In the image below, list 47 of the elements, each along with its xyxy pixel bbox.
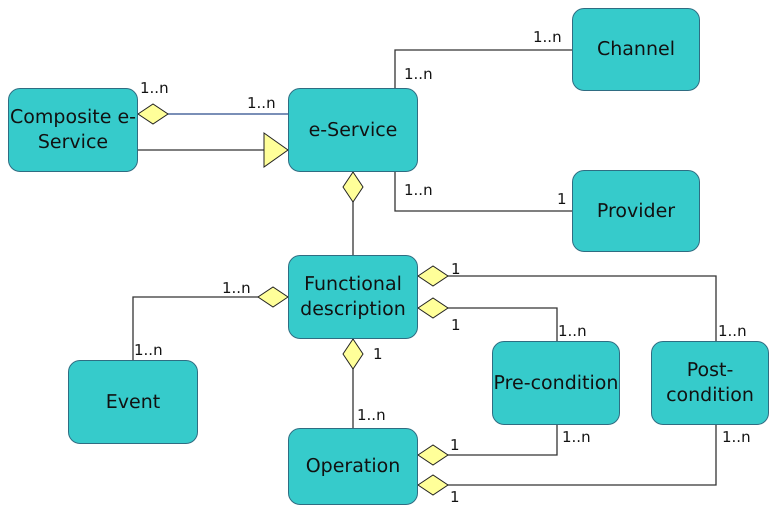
aggregation-line [418, 266, 717, 341]
multiplicity-label: 1..n [222, 281, 251, 296]
class-name: Functional description [299, 272, 407, 322]
class-name: Post-condition [665, 358, 755, 408]
aggregation-line [138, 104, 288, 124]
multiplicity-label: 1..n [562, 430, 591, 445]
association-line [394, 172, 572, 212]
multiplicity-label: 1 [451, 262, 461, 277]
class-name: Pre-condition [494, 370, 618, 396]
class-box [492, 341, 620, 425]
aggregation-line [418, 425, 558, 466]
class-box [651, 341, 769, 425]
class-name: Operation [306, 454, 400, 479]
association-line [394, 49, 572, 88]
multiplicity-label: 1..n [357, 408, 386, 423]
class-box [8, 88, 138, 172]
multiplicity-label: 1..n [722, 430, 751, 445]
aggregation-line [418, 298, 558, 341]
multiplicity-label: 1..n [558, 324, 587, 339]
multiplicity-label: 1..n [140, 81, 169, 96]
multiplicity-label: 1 [451, 318, 461, 333]
aggregation-line [342, 172, 364, 255]
class-box [288, 255, 418, 339]
generalization-arrow [138, 132, 288, 168]
aggregation-line [418, 425, 717, 496]
class-name: Channel [596, 37, 675, 62]
multiplicity-label: 1 [450, 490, 460, 505]
aggregation-line [342, 338, 364, 428]
aggregation-line [132, 286, 288, 360]
class-name: Provider [596, 198, 676, 224]
class-name: Composite e-Service [9, 105, 137, 155]
class-box [572, 8, 700, 91]
multiplicity-label: 1..n [533, 30, 562, 45]
multiplicity-label: 1 [557, 192, 567, 207]
multiplicity-label: 1..n [134, 343, 163, 358]
class-box [572, 170, 700, 252]
multiplicity-label: 1 [450, 438, 460, 453]
class-name: e-Service [308, 118, 398, 142]
multiplicity-label: 1..n [404, 183, 433, 198]
class-box [288, 428, 418, 505]
multiplicity-label: 1..n [404, 67, 433, 82]
multiplicity-label: 1..n [247, 96, 276, 111]
multiplicity-label: 1 [373, 347, 383, 362]
class-box [288, 88, 418, 172]
class-name: Event [106, 390, 160, 414]
multiplicity-label: 1..n [718, 324, 747, 339]
class-box [68, 360, 198, 444]
